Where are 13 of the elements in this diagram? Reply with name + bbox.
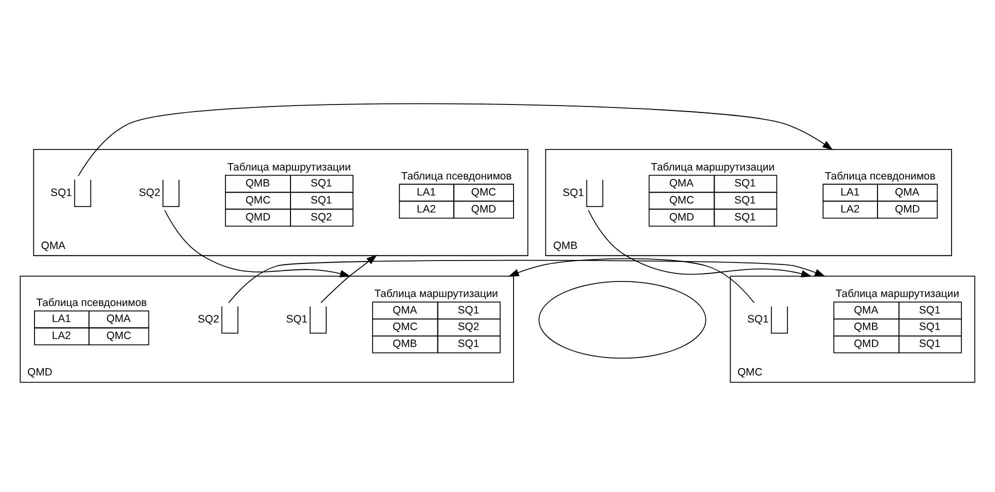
node-text: SQ1 xyxy=(747,313,769,326)
node-label: Таблица маршрутизации xyxy=(650,161,775,174)
node-label: Таблица маршрутизации xyxy=(227,161,351,174)
node-label: Таблица псевдонимов xyxy=(401,170,512,182)
node-label: Таблица псевдонимов xyxy=(36,296,147,309)
node-text: SQ1 xyxy=(562,186,584,198)
node-label: Таблица псевдонимов xyxy=(824,170,936,182)
node-text: SQ2 xyxy=(198,313,220,326)
node-text: SQ2 xyxy=(138,186,160,198)
node-text: SQ1 xyxy=(286,313,308,326)
node-text: SQ1 xyxy=(50,186,72,198)
node-label: Таблица маршрутизации xyxy=(836,288,960,300)
node-label: Таблица маршрутизации xyxy=(374,288,498,300)
